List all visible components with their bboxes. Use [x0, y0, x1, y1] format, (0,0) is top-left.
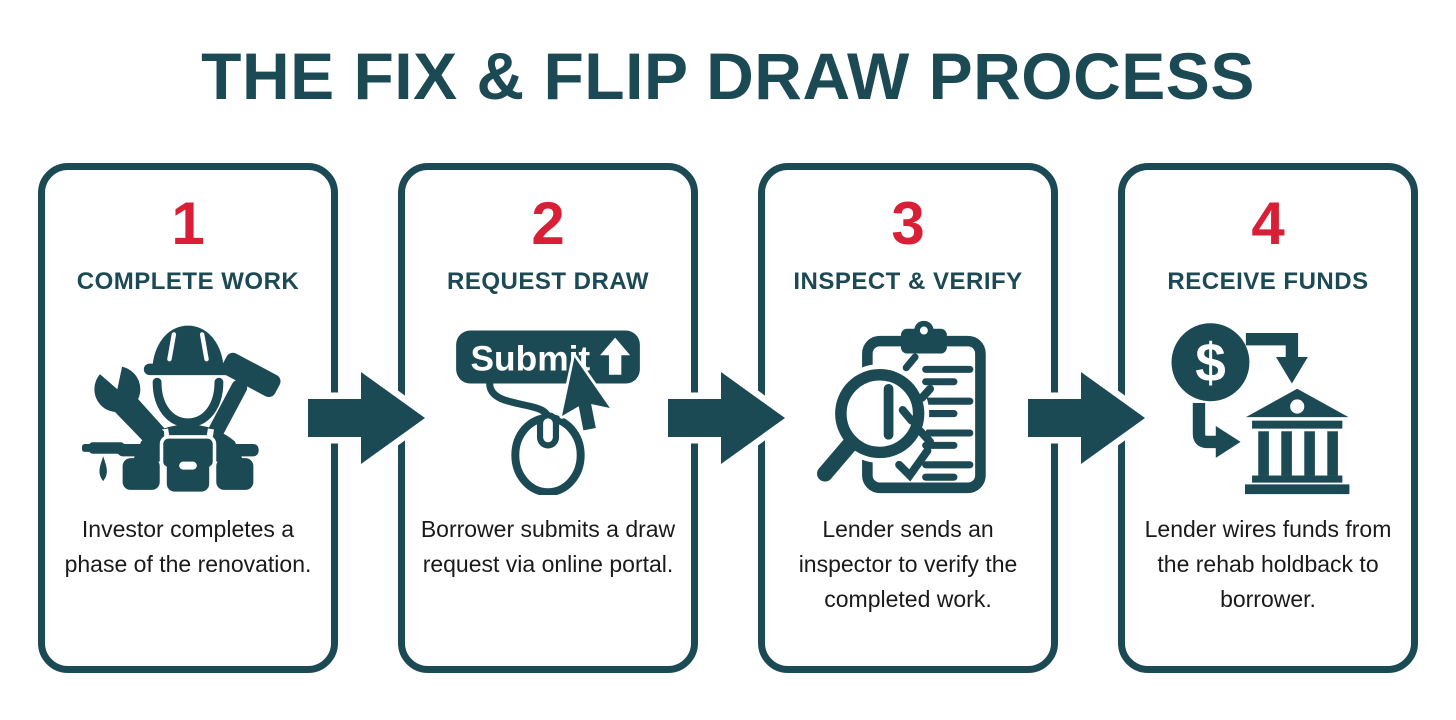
clipboard-magnifier-icon	[802, 300, 1014, 512]
step-heading: INSPECT & VERIFY	[793, 268, 1023, 295]
submit-button-mouse-icon: Submit	[442, 300, 654, 512]
step-number: 3	[891, 190, 925, 257]
step-heading: COMPLETE WORK	[76, 268, 300, 295]
dollar-sign-label: $	[1195, 331, 1226, 393]
step-number: 4	[1251, 190, 1285, 257]
flow-arrow-icon	[1027, 368, 1149, 468]
step-description: Lender wires funds from the rehab holdba…	[1144, 516, 1392, 612]
step-card-request-draw: 2 REQUEST DRAW Submit Borrower s	[398, 163, 698, 673]
step-card-receive-funds: 4 RECEIVE FUNDS $	[1118, 163, 1418, 673]
step-number: 1	[171, 190, 205, 257]
step-heading: RECEIVE FUNDS	[1167, 268, 1369, 295]
step-description: Lender sends an inspector to verify the …	[798, 516, 1018, 612]
step-card-complete-work: 1 COMPLETE WORK	[38, 163, 338, 673]
step-number: 2	[531, 190, 565, 257]
flow-arrow-icon	[667, 368, 789, 468]
step-card-inspect-verify: 3 INSPECT & VERIFY	[758, 163, 1058, 673]
infographic-title: THE FIX & FLIP DRAW PROCESS	[201, 39, 1255, 113]
step-description: Borrower submits a draw request via onli…	[420, 516, 676, 577]
construction-worker-icon	[82, 300, 294, 512]
money-transfer-bank-icon: $	[1166, 300, 1370, 512]
step-heading: REQUEST DRAW	[446, 268, 649, 295]
step-description: Investor completes a phase of the renova…	[64, 516, 312, 577]
flow-arrow-icon	[307, 368, 429, 468]
